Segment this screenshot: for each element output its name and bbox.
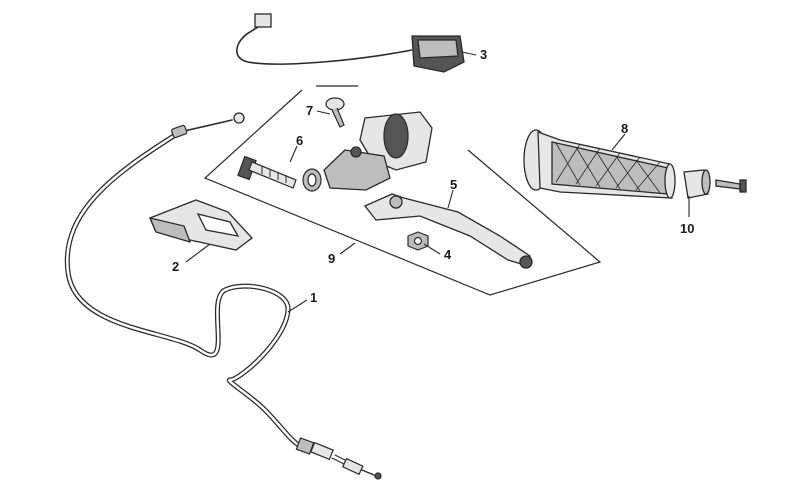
leader-lines <box>185 51 690 313</box>
callout-5: 5 <box>450 177 458 192</box>
bolt <box>237 155 322 192</box>
screw <box>325 97 345 128</box>
callout-7: 7 <box>306 103 314 118</box>
callout-9: 9 <box>328 251 336 266</box>
callout-4: 4 <box>444 247 452 262</box>
callout-6: 6 <box>296 133 304 148</box>
clutch-lever <box>363 193 533 269</box>
clutch-cable <box>64 112 382 480</box>
lever-cover <box>148 199 253 251</box>
assembly-outline <box>203 85 602 296</box>
callout-3: 3 <box>480 47 488 62</box>
handlebar-grip <box>523 129 676 199</box>
callout-8: 8 <box>621 121 629 136</box>
bar-end <box>683 169 747 199</box>
clutch-switch <box>236 13 465 73</box>
callout-1: 1 <box>310 290 318 305</box>
nut <box>407 231 429 251</box>
lever-bracket <box>323 111 433 191</box>
callout-2: 2 <box>172 259 180 274</box>
callout-10: 10 <box>680 221 695 236</box>
